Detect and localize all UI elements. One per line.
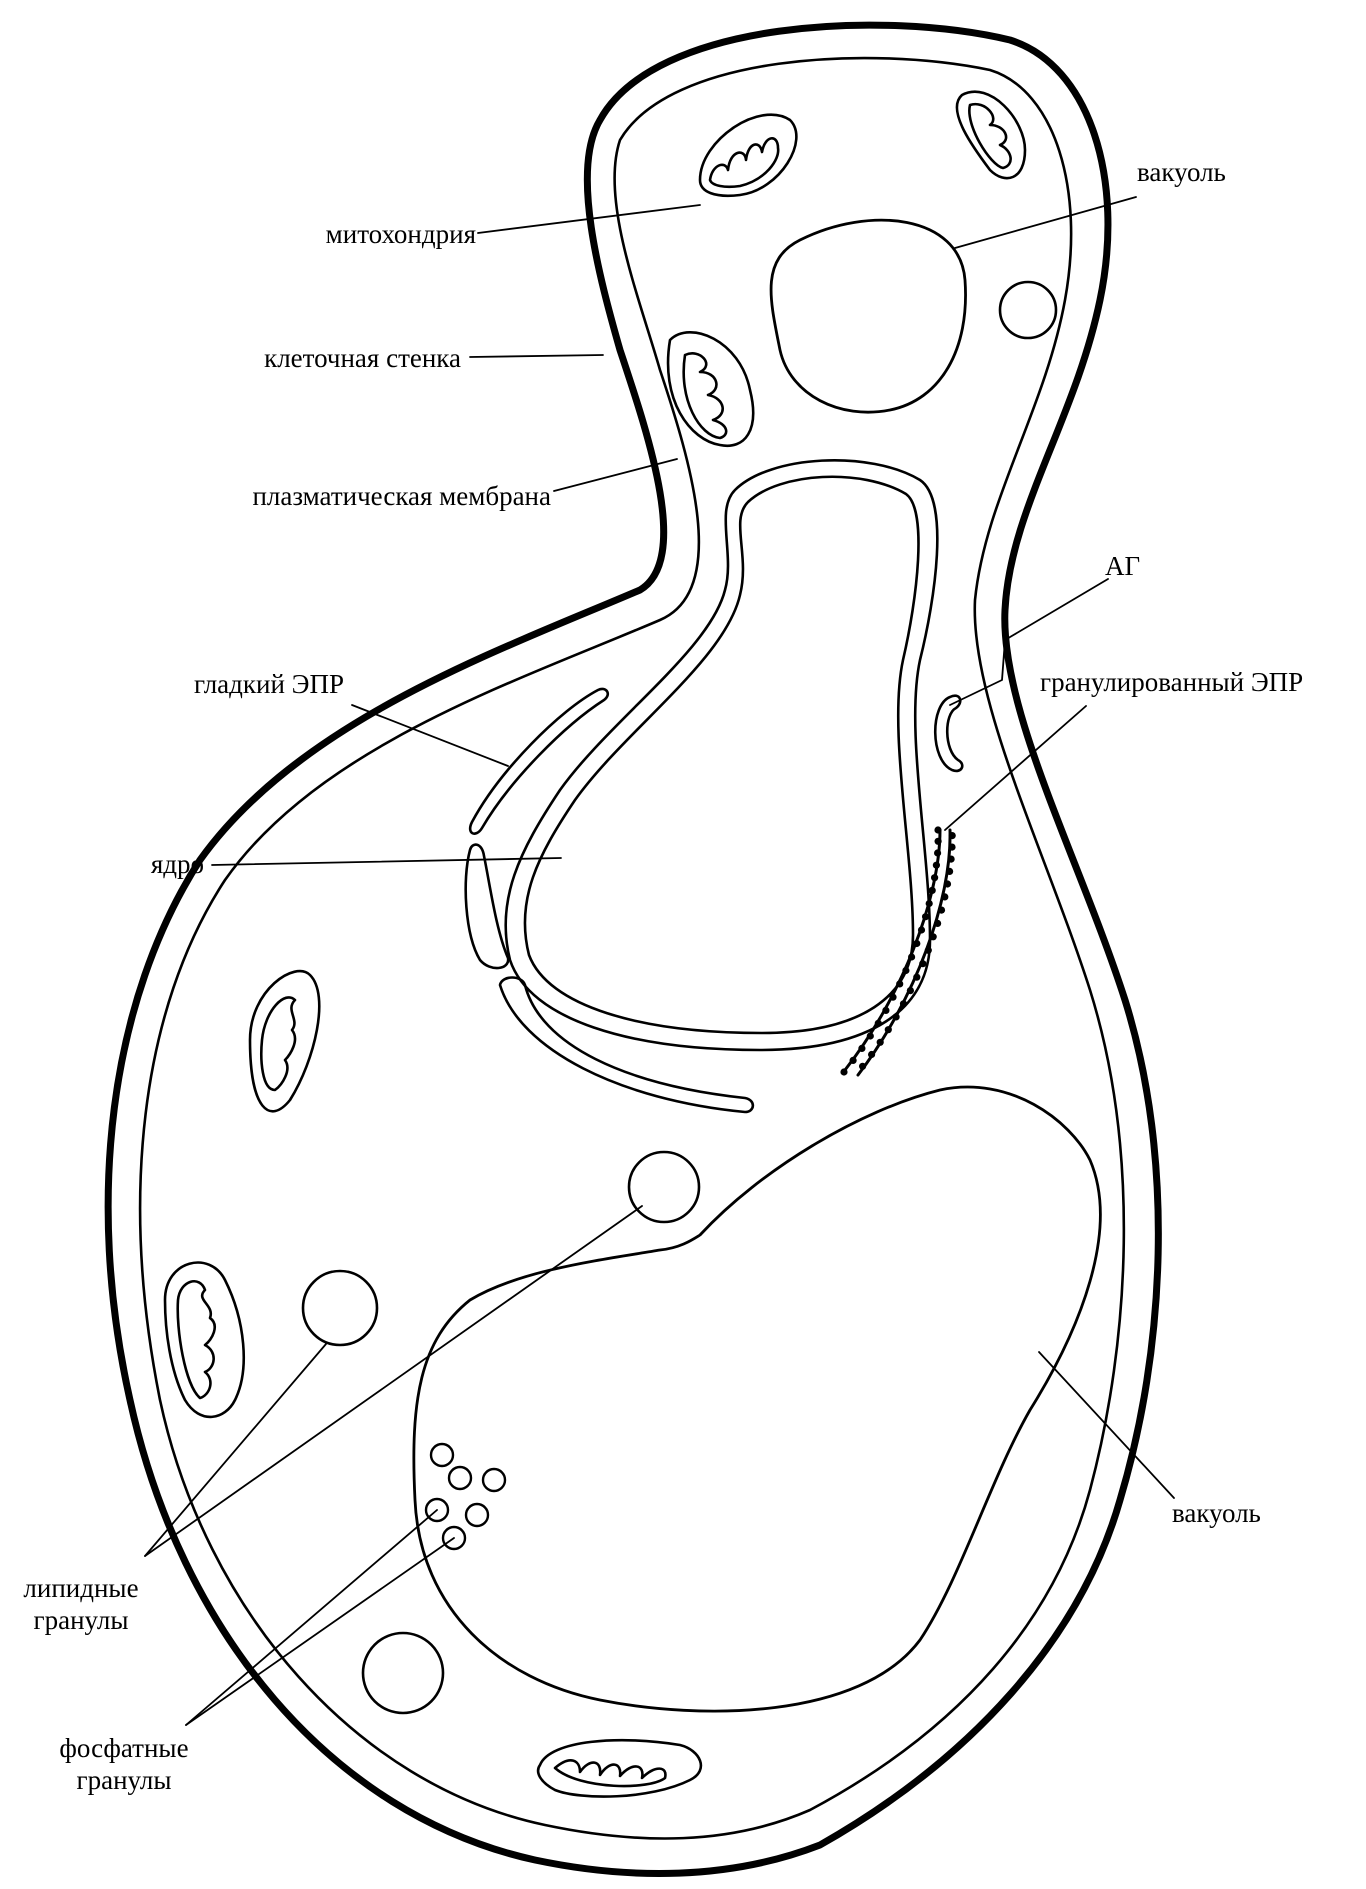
leader-lines: [145, 197, 1174, 1725]
ribosome-dot: [877, 1039, 884, 1046]
mitochondrion: [700, 115, 796, 196]
ribosome-dot: [918, 926, 925, 933]
label-cell-wall: клеточная стенка: [264, 342, 461, 374]
ribosome-dot: [859, 1063, 866, 1070]
label-nucleus: ядро: [151, 848, 204, 880]
ribosome-dot: [929, 887, 936, 894]
ribosome-dot: [935, 838, 942, 845]
ribosome-dot: [926, 900, 933, 907]
label-lipid-granules-line-2: гранулы: [6, 1604, 156, 1636]
ribosome-dot: [948, 856, 955, 863]
ribosome-dot: [858, 1045, 865, 1052]
mitochondrion: [668, 332, 753, 445]
ribosome-dot: [913, 940, 920, 947]
ribosome-dot: [948, 844, 955, 851]
ribosome-dot: [944, 880, 951, 887]
ribosome-dot: [902, 967, 909, 974]
label-lipid-granules-line-1: липидные: [6, 1572, 156, 1604]
lipid-granule: [303, 1271, 377, 1345]
ribosome-dot: [889, 994, 896, 1001]
mitochondrion: [538, 1740, 701, 1796]
ribosome-dot: [949, 832, 956, 839]
label-rough-er: гранулированный ЭПР: [1040, 666, 1303, 698]
ribosome-dot: [934, 826, 941, 833]
ribosome-dot: [900, 1000, 907, 1007]
vacuole-top: [771, 220, 965, 412]
leader-line-cell-wall: [470, 355, 603, 357]
phosphate-granule: [483, 1469, 505, 1491]
ribosome-dot: [919, 960, 926, 967]
ribosome-dot: [931, 874, 938, 881]
vacuole-bottom: [414, 1087, 1100, 1711]
leader-line-smooth-er: [352, 705, 508, 766]
label-vacuole-bottom: вакуоль: [1172, 1497, 1261, 1529]
ribosome-dot: [896, 980, 903, 987]
leader-line-phosphate-1: [186, 1510, 437, 1725]
ribosome-dot: [938, 907, 945, 914]
label-golgi: АГ: [1105, 550, 1140, 582]
ribosome-dot: [946, 868, 953, 875]
leader-line-lipid-1: [145, 1206, 642, 1556]
smooth-er: [470, 689, 608, 834]
nucleus-inner-membrane: [525, 477, 919, 1033]
ribosome-dot: [850, 1057, 857, 1064]
leader-line-rough-er: [945, 706, 1086, 830]
golgi-apparatus: [935, 696, 962, 771]
ribosome-dot: [867, 1032, 874, 1039]
leader-line-nucleus: [212, 858, 561, 865]
ribosome-dot: [893, 1013, 900, 1020]
ribosome-dot: [908, 953, 915, 960]
ribosome-dot: [882, 1007, 889, 1014]
phosphate-granule: [466, 1504, 488, 1526]
rough-er-ribosomes: [840, 826, 955, 1075]
ribosome-dot: [868, 1051, 875, 1058]
ribosome-dot: [875, 1020, 882, 1027]
mitochondrion: [957, 92, 1025, 178]
label-phosphate-granules: фосфатные гранулы: [44, 1732, 204, 1796]
ribosome-dot: [885, 1026, 892, 1033]
mitochondrion: [165, 1263, 244, 1417]
ribosome-dot: [922, 913, 929, 920]
ribosome-dot: [907, 987, 914, 994]
label-phosphate-granules-line-2: гранулы: [44, 1764, 204, 1796]
label-smooth-er: гладкий ЭПР: [194, 668, 344, 700]
ribosome-dot: [934, 849, 941, 856]
ribosome-dot: [930, 933, 937, 940]
ribosome-dot: [933, 862, 940, 869]
ribosome-dot: [925, 947, 932, 954]
phosphate-granule: [431, 1444, 453, 1466]
ribosome-dot: [934, 920, 941, 927]
ribosome-dot: [941, 893, 948, 900]
lipid-granule: [363, 1633, 443, 1713]
label-lipid-granules: липидные гранулы: [6, 1572, 156, 1636]
ribosome-dot: [913, 974, 920, 981]
lipid-granule: [1000, 282, 1056, 338]
smooth-er-segment: [466, 845, 508, 968]
plasma-membrane: [140, 58, 1124, 1838]
ribosome-dot: [840, 1068, 847, 1075]
label-vacuole-top: вакуоль: [1137, 156, 1226, 188]
nucleus-outer-membrane: [506, 460, 938, 1050]
label-phosphate-granules-line-1: фосфатные: [44, 1732, 204, 1764]
leader-line-vacuole-bottom: [1039, 1352, 1174, 1498]
label-mitochondria: митохондрия: [326, 218, 476, 250]
mitochondrion: [250, 971, 319, 1111]
label-plasma-membrane: плазматическая мембрана: [252, 480, 551, 512]
lipid-granule: [629, 1152, 699, 1222]
phosphate-granule: [449, 1467, 471, 1489]
